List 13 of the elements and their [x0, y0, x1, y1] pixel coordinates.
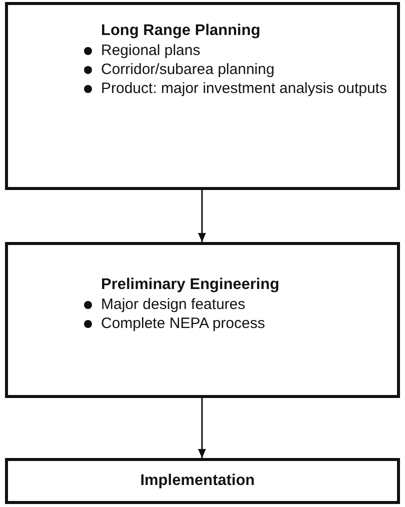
- bullet-text: Regional plans: [101, 42, 200, 59]
- bullet-text: Product: major investment analysis outputs: [101, 80, 387, 97]
- process-box: [5, 2, 400, 190]
- bullet-text: Corridor/subarea planning: [101, 61, 274, 78]
- process-box: [5, 242, 400, 398]
- box-heading: Long Range Planning: [101, 22, 262, 40]
- bullet-text: Complete NEPA process: [101, 315, 265, 332]
- arrow: [198, 398, 206, 458]
- process-box: [5, 458, 400, 504]
- bullet-text: Major design features: [101, 296, 246, 313]
- box-heading: Preliminary Engineering: [101, 276, 280, 294]
- box-heading: Implementation: [139, 472, 256, 490]
- arrow: [198, 190, 206, 242]
